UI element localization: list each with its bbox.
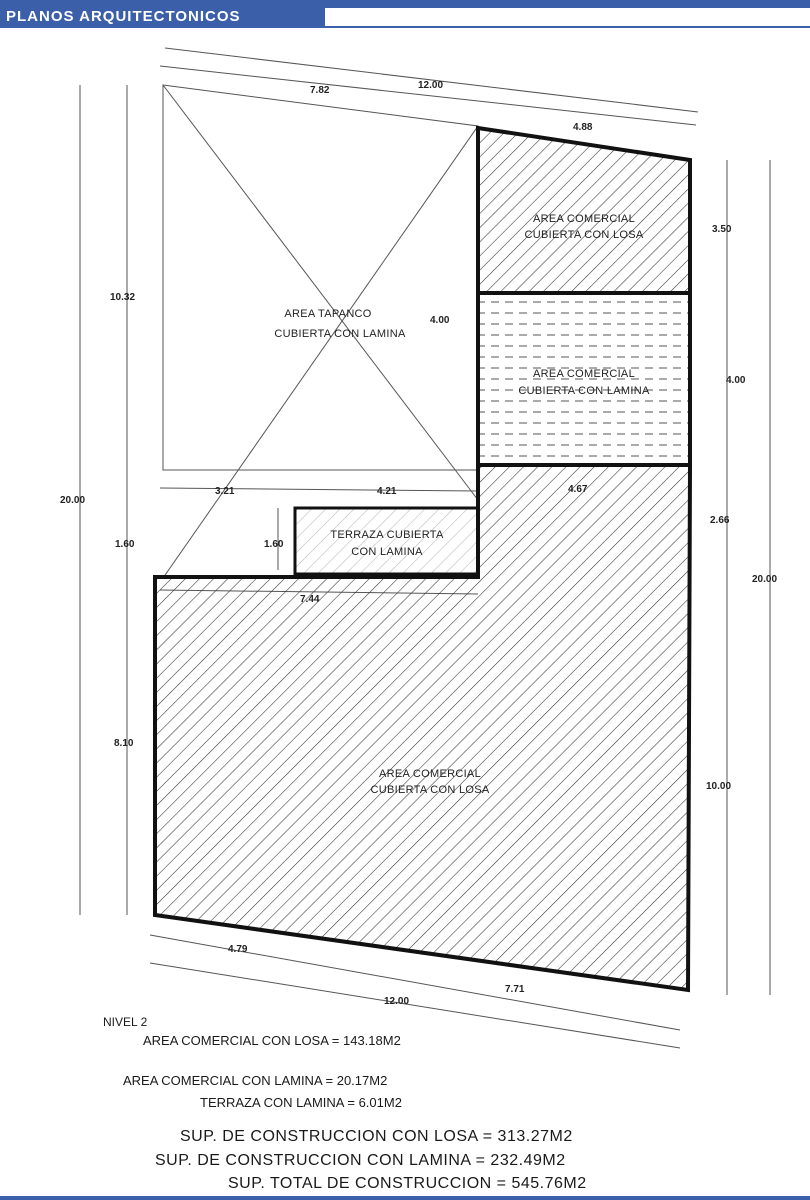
comercial-lamina-area xyxy=(476,291,692,467)
dim-left-total: 20.00 xyxy=(60,495,85,506)
label-comercial-lamina-1: AREA COMERCIAL xyxy=(533,368,635,380)
label-comercial-losa-top-1: AREA COMERCIAL xyxy=(533,213,635,225)
dim-terraza-height: 1.60 xyxy=(264,539,284,550)
label-tapanco-2: CUBIERTA CON LAMINA xyxy=(274,328,406,340)
summary-line-6: SUP. TOTAL DE CONSTRUCCION = 545.76M2 xyxy=(228,1175,587,1192)
summary-line-4: SUP. DE CONSTRUCCION CON LOSA = 313.27M2 xyxy=(180,1128,573,1145)
summary-level: NIVEL 2 xyxy=(103,1015,148,1029)
dim-inner-vertical: 4.00 xyxy=(430,315,450,326)
dim-right-4: 10.00 xyxy=(706,781,731,792)
dim-top-total: 12.00 xyxy=(418,80,443,91)
summary-line-1: AREA COMERCIAL CON LOSA = 143.18M2 xyxy=(143,1033,401,1048)
label-comercial-losa-main-1: AREA COMERCIAL xyxy=(379,768,481,780)
label-comercial-losa-top-2: CUBIERTA CON LOSA xyxy=(525,229,644,241)
summary-line-5: SUP. DE CONSTRUCCION CON LAMINA = 232.49… xyxy=(155,1152,566,1169)
dim-mid-b: 4.21 xyxy=(377,486,397,497)
dim-left-upper: 10.32 xyxy=(110,292,135,303)
dim-bottom-left: 4.79 xyxy=(228,944,248,955)
title-rule xyxy=(325,26,810,28)
title-accent-strip xyxy=(0,0,810,8)
label-tapanco-1: AREA TAPANCO xyxy=(284,308,371,320)
page-title: PLANOS ARQUITECTONICOS xyxy=(0,6,325,28)
label-comercial-lamina-2: CUBIERTA CON LAMINA xyxy=(518,385,650,397)
dim-right-1: 3.50 xyxy=(712,224,732,235)
dim-bottom-right: 7.71 xyxy=(505,984,525,995)
label-comercial-losa-main-2: CUBIERTA CON LOSA xyxy=(371,784,490,796)
label-terraza-2: CON LAMINA xyxy=(351,546,423,558)
dim-top-left: 7.82 xyxy=(310,85,330,96)
dim-mid-c: 4.67 xyxy=(568,484,588,495)
comercial-losa-main-area xyxy=(153,463,693,993)
bottom-bar xyxy=(0,1196,810,1200)
summary-line-3: TERRAZA CON LAMINA = 6.01M2 xyxy=(200,1095,402,1110)
dim-step-width: 7.44 xyxy=(300,594,320,605)
dim-bottom-total: 12.00 xyxy=(384,996,409,1007)
dim-right-total: 20.00 xyxy=(752,574,777,585)
dim-mid-a: 3.21 xyxy=(215,486,235,497)
summary-line-2: AREA COMERCIAL CON LAMINA = 20.17M2 xyxy=(123,1073,388,1088)
comercial-losa-top-area xyxy=(476,125,692,295)
dim-right-3: 2.66 xyxy=(710,515,730,526)
dim-left-mid: 1.60 xyxy=(115,539,135,550)
dim-right-2: 4.00 xyxy=(726,375,746,386)
dim-top-right: 4.88 xyxy=(573,122,593,133)
title-bar: PLANOS ARQUITECTONICOS xyxy=(0,0,810,30)
terraza-area xyxy=(293,506,480,576)
dim-left-lower: 8.10 xyxy=(114,738,134,749)
label-terraza-1: TERRAZA CUBIERTA xyxy=(330,529,444,541)
